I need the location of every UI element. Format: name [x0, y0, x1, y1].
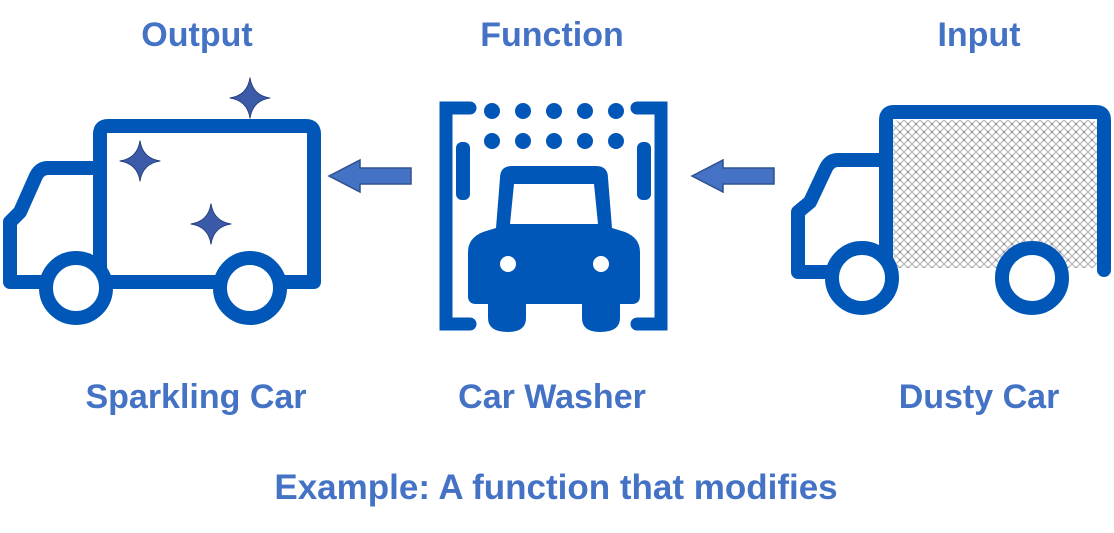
- truck-dusty-icon: [791, 105, 1111, 315]
- heading-input: Input: [937, 16, 1021, 54]
- truck-clean-wheels: [39, 251, 287, 325]
- label-sparkling-car: Sparkling Car: [85, 378, 307, 416]
- caption: Example: A function that modifies: [274, 468, 838, 507]
- truck-clean-icon: [3, 119, 321, 289]
- car-wash-icon: [439, 101, 668, 332]
- arrow-left-icon: [327, 158, 412, 194]
- arrow-left-icon-2: [690, 158, 775, 194]
- label-car-washer: Car Washer: [458, 378, 646, 416]
- heading-output: Output: [141, 16, 253, 54]
- heading-function: Function: [480, 16, 624, 54]
- sparkle-icon: [119, 77, 271, 245]
- label-dusty-car: Dusty Car: [898, 378, 1060, 416]
